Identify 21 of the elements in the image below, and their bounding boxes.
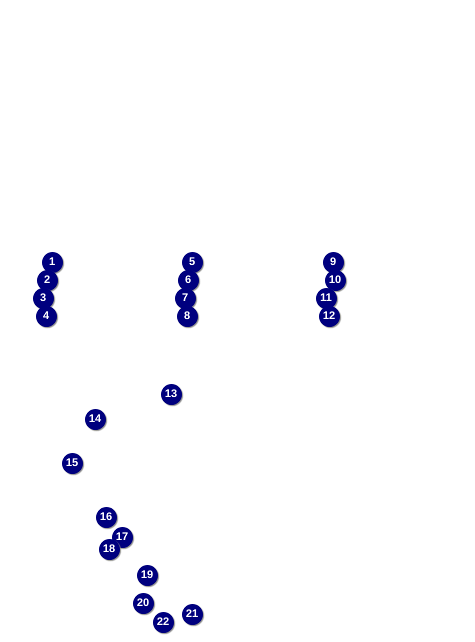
callout-number: 14 — [84, 408, 106, 430]
callout-number: 4 — [36, 306, 56, 326]
callout-number: 21 — [182, 604, 202, 624]
callout-number: 10 — [324, 270, 346, 290]
callout-number: 6 — [178, 270, 198, 290]
callout-number: 11 — [316, 288, 336, 308]
callout-number: 19 — [136, 564, 158, 586]
callout-number: 8 — [176, 306, 198, 326]
callout-number: 22 — [152, 612, 174, 632]
callout-number: 16 — [96, 506, 116, 528]
callout-number: 13 — [160, 384, 182, 404]
callout-number: 18 — [98, 538, 120, 560]
callout-number: 5 — [182, 252, 202, 272]
callout-number: 15 — [62, 452, 82, 474]
callout-number: 9 — [322, 252, 344, 272]
callout-number: 3 — [32, 288, 54, 308]
callout-number: 20 — [132, 592, 154, 614]
callout-number: 2 — [36, 270, 58, 290]
callout-number: 12 — [318, 306, 340, 326]
callout-number: 1 — [42, 252, 62, 272]
callout-number: 7 — [174, 288, 196, 308]
